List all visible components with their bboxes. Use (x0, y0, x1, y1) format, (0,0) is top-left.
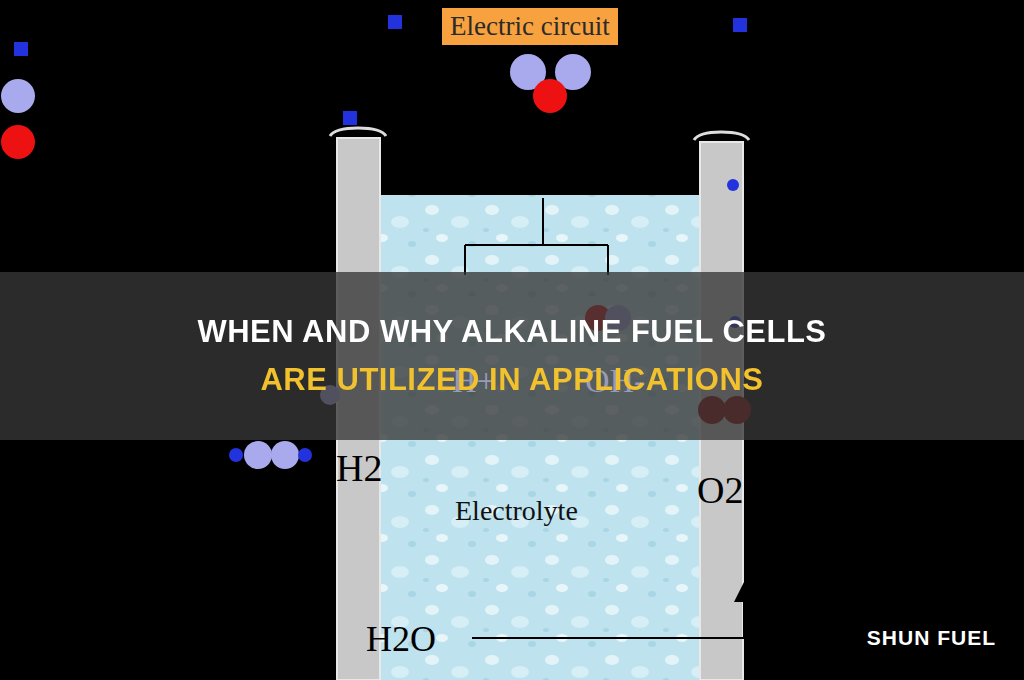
gas-label: O2 (697, 468, 743, 512)
title-band (0, 272, 1024, 440)
bracket-line (465, 198, 608, 275)
watermark: SHUN FUEL (867, 626, 996, 650)
water-label: H2O (366, 618, 436, 660)
gas-label: H2 (336, 446, 382, 490)
node-text: Electrolyte (455, 495, 578, 527)
title: WHEN AND WHY ALKALINE FUEL CELLS ARE UTI… (162, 308, 862, 404)
label-box: Electric circuit (442, 8, 618, 45)
electrolyte-container: Electrolyte (380, 195, 700, 680)
node-text: Electric circuit (450, 11, 610, 42)
water-arrow (472, 592, 744, 638)
